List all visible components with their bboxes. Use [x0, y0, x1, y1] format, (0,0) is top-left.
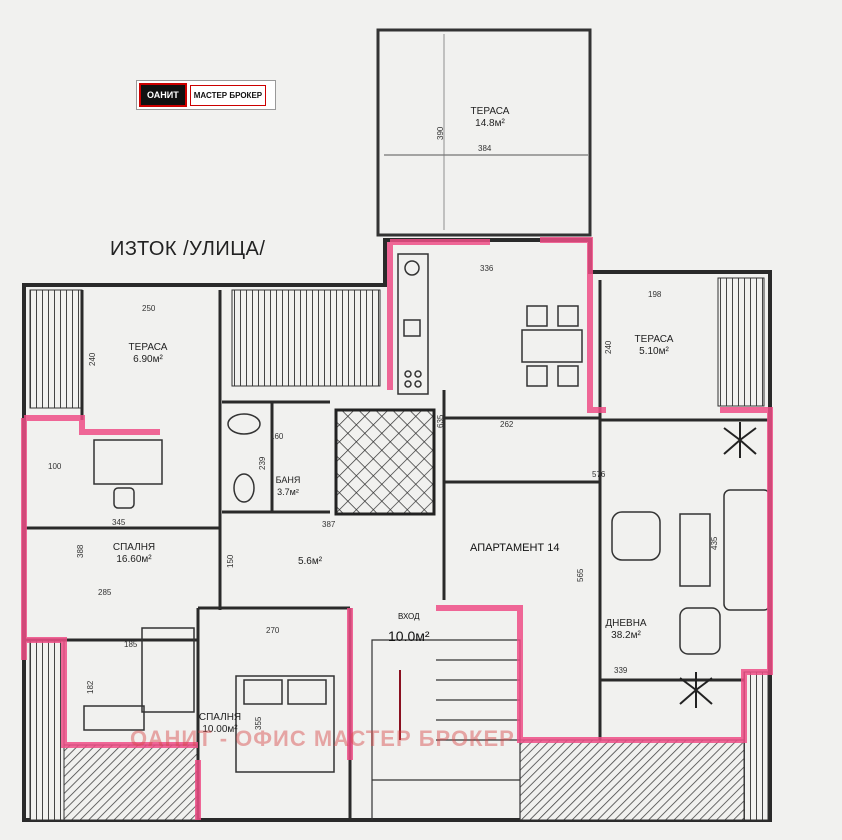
apartment-outline: [21, 237, 773, 820]
entry-label: ВХОД: [398, 612, 420, 621]
room-name: ТЕРАСА: [128, 342, 168, 353]
railing-left-bottom: [29, 639, 65, 821]
room-living: ДНЕВНА 38.2м²: [596, 618, 656, 642]
railing-left-top: [29, 289, 83, 409]
dimension-label: 198: [648, 290, 662, 299]
dimension-label: 336: [480, 264, 494, 273]
railing-bottom: [63, 744, 199, 821]
room-area: 10.00м²: [202, 724, 238, 735]
sofa: [611, 489, 771, 655]
orientation-label: ИЗТОК /УЛИЦА/: [110, 238, 266, 260]
railing-mid-top: [231, 289, 381, 387]
room-name: ТЕРАСА: [470, 106, 510, 117]
dimension-label: 262: [500, 420, 514, 429]
room-name: БАНЯ: [275, 475, 301, 485]
shaft: [334, 408, 436, 516]
bed-2: [235, 675, 335, 773]
dimension-label: 384: [478, 144, 492, 153]
dimension-label: 100: [48, 462, 62, 471]
bathroom-fixtures: [227, 413, 261, 503]
dimension-label: 240: [604, 340, 613, 354]
terrace-top: [376, 28, 592, 237]
dimension-label: 270: [266, 626, 280, 635]
broker-logo: ОАНИТ МАСТЕР БРОКЕР: [136, 80, 276, 110]
dining-table: [521, 305, 583, 387]
dimension-label: 150: [226, 554, 235, 568]
room-terrace-right: ТЕРАСА 5.10м²: [624, 334, 684, 358]
room-terrace-top: ТЕРАСА 14.8м²: [460, 106, 520, 130]
dimension-label: 435: [710, 536, 719, 550]
dimension-label: 185: [124, 640, 138, 649]
room-area: 6.90м²: [133, 354, 163, 365]
dimension-label: 388: [76, 544, 85, 558]
room-bedroom-2: СПАЛНЯ 10.00м²: [196, 712, 244, 736]
railing-right-top: [717, 277, 765, 407]
dimension-label: 240: [88, 352, 97, 366]
dimension-label: 565: [576, 568, 585, 582]
room-area: 5.10м²: [639, 346, 669, 357]
dimension-label: 387: [322, 520, 336, 529]
room-name: СПАЛНЯ: [198, 712, 242, 723]
dimension-label: 285: [98, 588, 112, 597]
dimension-label: 250: [142, 304, 156, 313]
room-area: 3.7м²: [277, 487, 299, 497]
room-area: 16.60м²: [116, 554, 152, 565]
room-area: 38.2м²: [611, 630, 641, 641]
kitchen-unit: [397, 253, 429, 395]
watermark: ОАНИТ - ОФИС МАСТЕР БРОКЕР: [130, 726, 515, 751]
room-area: 5.6м²: [297, 556, 323, 567]
dimension-label: 239: [258, 456, 267, 470]
dimension-label: 160: [270, 432, 284, 441]
logo-left: ОАНИТ: [139, 83, 187, 107]
dimension-label: 390: [436, 126, 445, 140]
dimension-label: 576: [592, 470, 606, 479]
dimension-label: 182: [86, 680, 95, 694]
room-name: ДНЕВНА: [605, 618, 647, 629]
room-hall: 5.6м²: [290, 556, 330, 568]
room-area: 14.8м²: [475, 118, 505, 129]
railing-bottom-right: [519, 739, 745, 821]
entry-area: 10.0м²: [388, 628, 430, 644]
room-terrace-left: ТЕРАСА 6.90м²: [118, 342, 178, 366]
dimension-label: 339: [614, 666, 628, 675]
bed-1: [83, 439, 195, 731]
room-bathroom: БАНЯ 3.7м²: [268, 474, 308, 498]
room-name: ТЕРАСА: [634, 334, 674, 345]
dimension-label: 635: [436, 414, 445, 428]
apartment-label: АПАРТАМЕНТ 14: [470, 542, 560, 554]
dimension-label: 345: [112, 518, 126, 527]
room-bedroom-1: СПАЛНЯ 16.60м²: [104, 542, 164, 566]
logo-right: МАСТЕР БРОКЕР: [189, 84, 267, 106]
plant-icons: [679, 422, 757, 708]
room-name: СПАЛНЯ: [112, 542, 156, 553]
railing-right-bottom: [743, 671, 769, 821]
